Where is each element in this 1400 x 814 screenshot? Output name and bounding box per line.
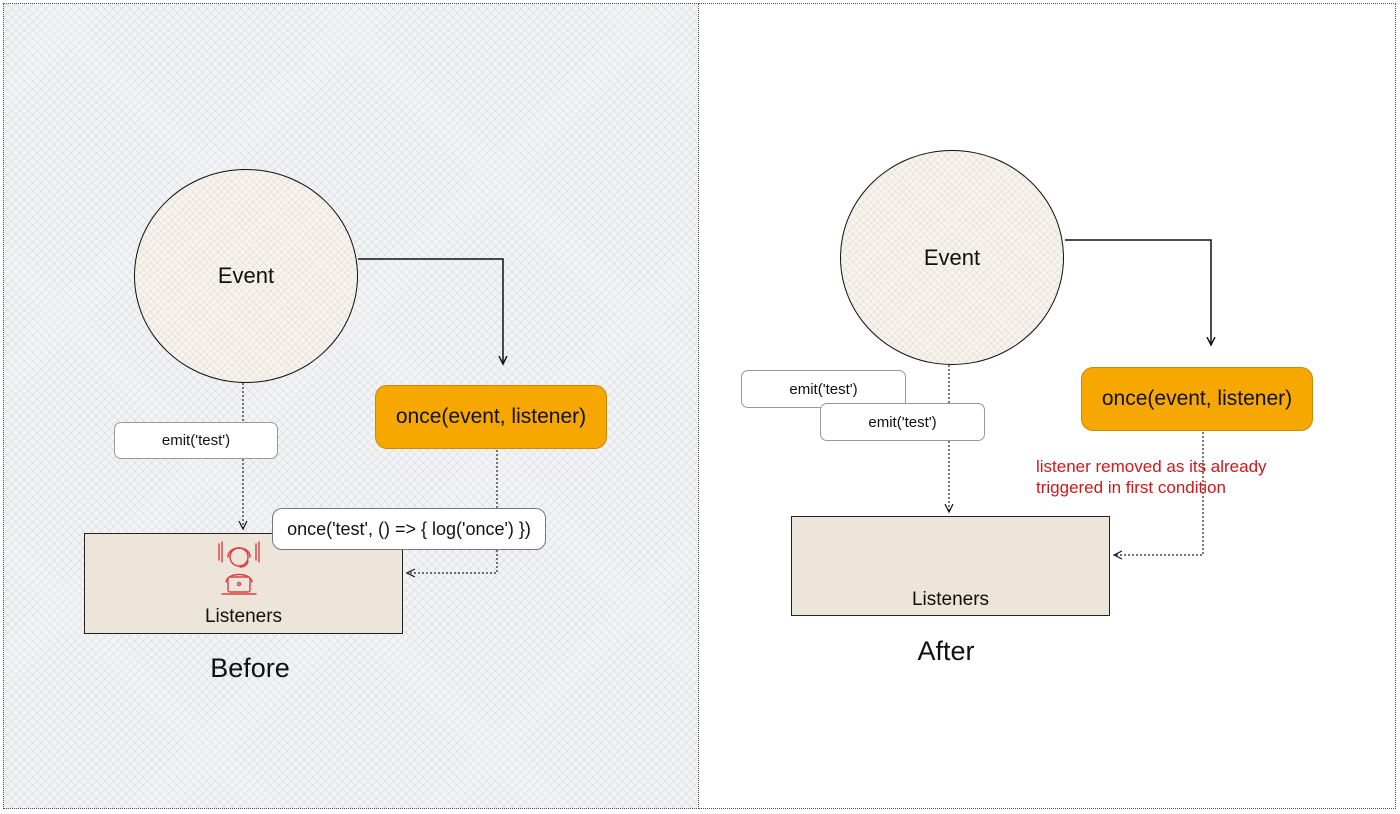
after-emit-label-second: emit('test') bbox=[868, 413, 937, 431]
after-emit-label-first: emit('test') bbox=[789, 380, 858, 398]
after-event-to-once-arrow bbox=[1065, 239, 1211, 345]
after-event-node: Event bbox=[840, 150, 1064, 365]
after-once-node: once(event, listener) bbox=[1081, 367, 1313, 431]
after-emit-pill-second: emit('test') bbox=[820, 403, 985, 441]
after-event-label: Event bbox=[923, 244, 981, 270]
before-emit-pill: emit('test') bbox=[114, 422, 278, 459]
after-removed-note: listener removed as its already triggere… bbox=[1036, 457, 1267, 497]
before-once-to-listeners-arrow bbox=[407, 450, 498, 573]
before-event-node: Event bbox=[134, 169, 358, 383]
before-event-label: Event bbox=[217, 263, 275, 288]
before-emit-label: emit('test') bbox=[161, 432, 231, 449]
support-agent-icon bbox=[218, 541, 260, 595]
after-once-to-listeners-arrow bbox=[1114, 432, 1204, 555]
before-code-label: once('test', () => { log('once') }) bbox=[287, 518, 531, 539]
before-once-node: once(event, listener) bbox=[375, 385, 607, 449]
before-event-to-once-arrow bbox=[358, 258, 503, 364]
before-caption: Before bbox=[210, 653, 290, 683]
after-listeners-label: Listeners bbox=[911, 589, 990, 610]
before-listeners-label: Listeners bbox=[204, 606, 283, 627]
before-code-pill: once('test', () => { log('once') }) bbox=[272, 508, 546, 550]
after-once-label: once(event, listener) bbox=[1101, 387, 1293, 410]
before-once-label: once(event, listener) bbox=[395, 405, 587, 428]
after-caption: After bbox=[917, 636, 975, 666]
after-listeners-box: Listeners bbox=[791, 516, 1110, 616]
